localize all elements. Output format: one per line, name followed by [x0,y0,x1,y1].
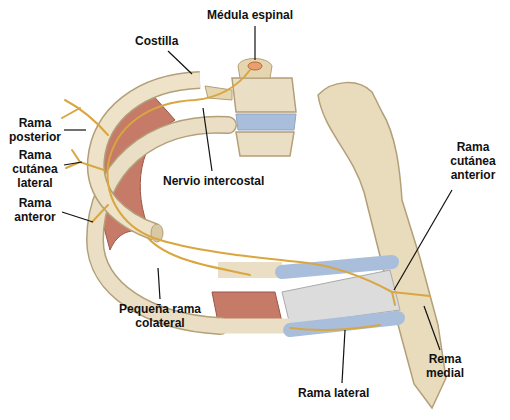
costal-cartilage [290,318,398,330]
part-label: Pequeña rama colateral [112,302,208,330]
leader-line [62,26,452,383]
lower-rib [95,125,228,326]
intervertebral-disc [236,114,296,130]
intercostal-nerve [62,70,430,330]
part-label: Rama lateral [298,386,369,400]
rib-outline [96,80,200,232]
part-label: Rama cutánea lateral [6,148,64,190]
part-label: Médula espinal [207,8,293,22]
vertebral-body [232,78,296,112]
lower-rib [220,319,290,334]
part-label: Rama cutánea anterior [443,140,503,182]
rib-outline [95,125,228,326]
part-label: Rama anteror [6,196,64,224]
part-label: Costilla [135,34,178,48]
vertebral-body [236,132,294,156]
upper-rib [96,80,200,232]
spinal-cord [248,62,262,70]
vertebral-arch [238,59,272,79]
part-label: Rama posterior [6,116,64,144]
part-label: Rema medial [420,352,470,380]
part-label: Nervio intercostal [163,174,264,188]
costal-cartilage [282,262,392,272]
sternum [318,83,446,408]
